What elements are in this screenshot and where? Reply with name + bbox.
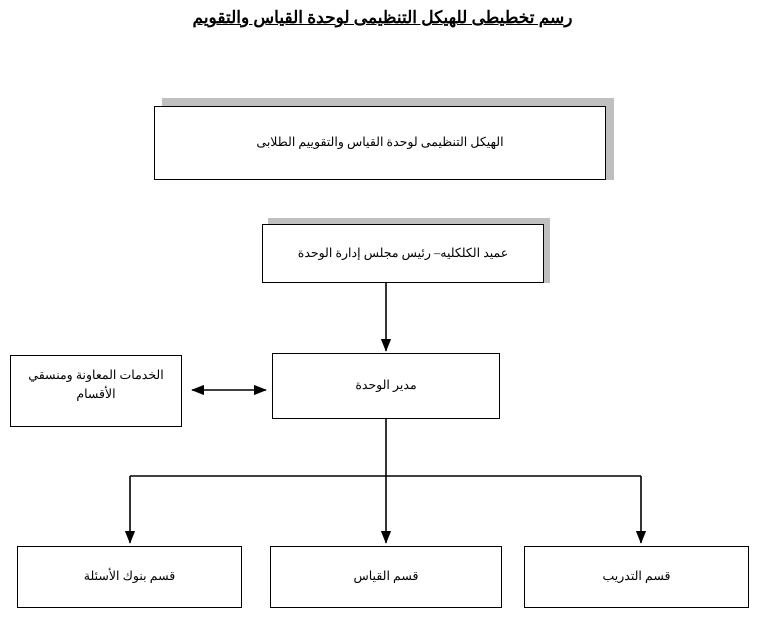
node-question-bank-label: قسم بنوك الأسئلة [83,569,176,584]
node-dean-label: عميد الكلكليه– رئيس مجلس إدارة الوحدة [297,245,509,260]
node-question-bank: قسم بنوك الأسئلة [17,546,242,608]
node-training: قسم التدريب [524,546,749,608]
node-support: الخدمات المعاونة ومنسقي الأقسام [10,355,182,427]
dean-box-group: عميد الكلكليه– رئيس مجلس إدارة الوحدة [262,218,550,283]
support-box-group: الخدمات المعاونة ومنسقي الأقسام [10,355,182,427]
node-header: الهيكل التنظيمى لوحدة القياس والتقوييم ا… [154,106,606,180]
node-measurement-label: قسم القياس [353,569,419,584]
node-support-label-line1: الخدمات المعاونة ومنسقي [28,368,164,382]
header-box-group: الهيكل التنظيمى لوحدة القياس والتقوييم ا… [154,98,614,180]
node-manager-label: مدير الوحدة [355,378,417,393]
node-support-label-line2: الأقسام [76,387,116,402]
node-manager: مدير الوحدة [272,353,500,419]
node-training-label: قسم التدريب [602,569,671,584]
node-dean: عميد الكلكليه– رئيس مجلس إدارة الوحدة [262,224,544,283]
manager-box-group: مدير الوحدة [272,353,500,419]
page-title: رسم تخطيطى للهيكل التنظيمى لوحدة القياس … [192,8,573,27]
node-header-label: الهيكل التنظيمى لوحدة القياس والتقوييم ا… [256,135,504,150]
measurement-box-group: قسم القياس [270,546,502,608]
node-measurement: قسم القياس [270,546,502,608]
question-bank-box-group: قسم بنوك الأسئلة [17,546,242,608]
training-box-group: قسم التدريب [524,546,749,608]
